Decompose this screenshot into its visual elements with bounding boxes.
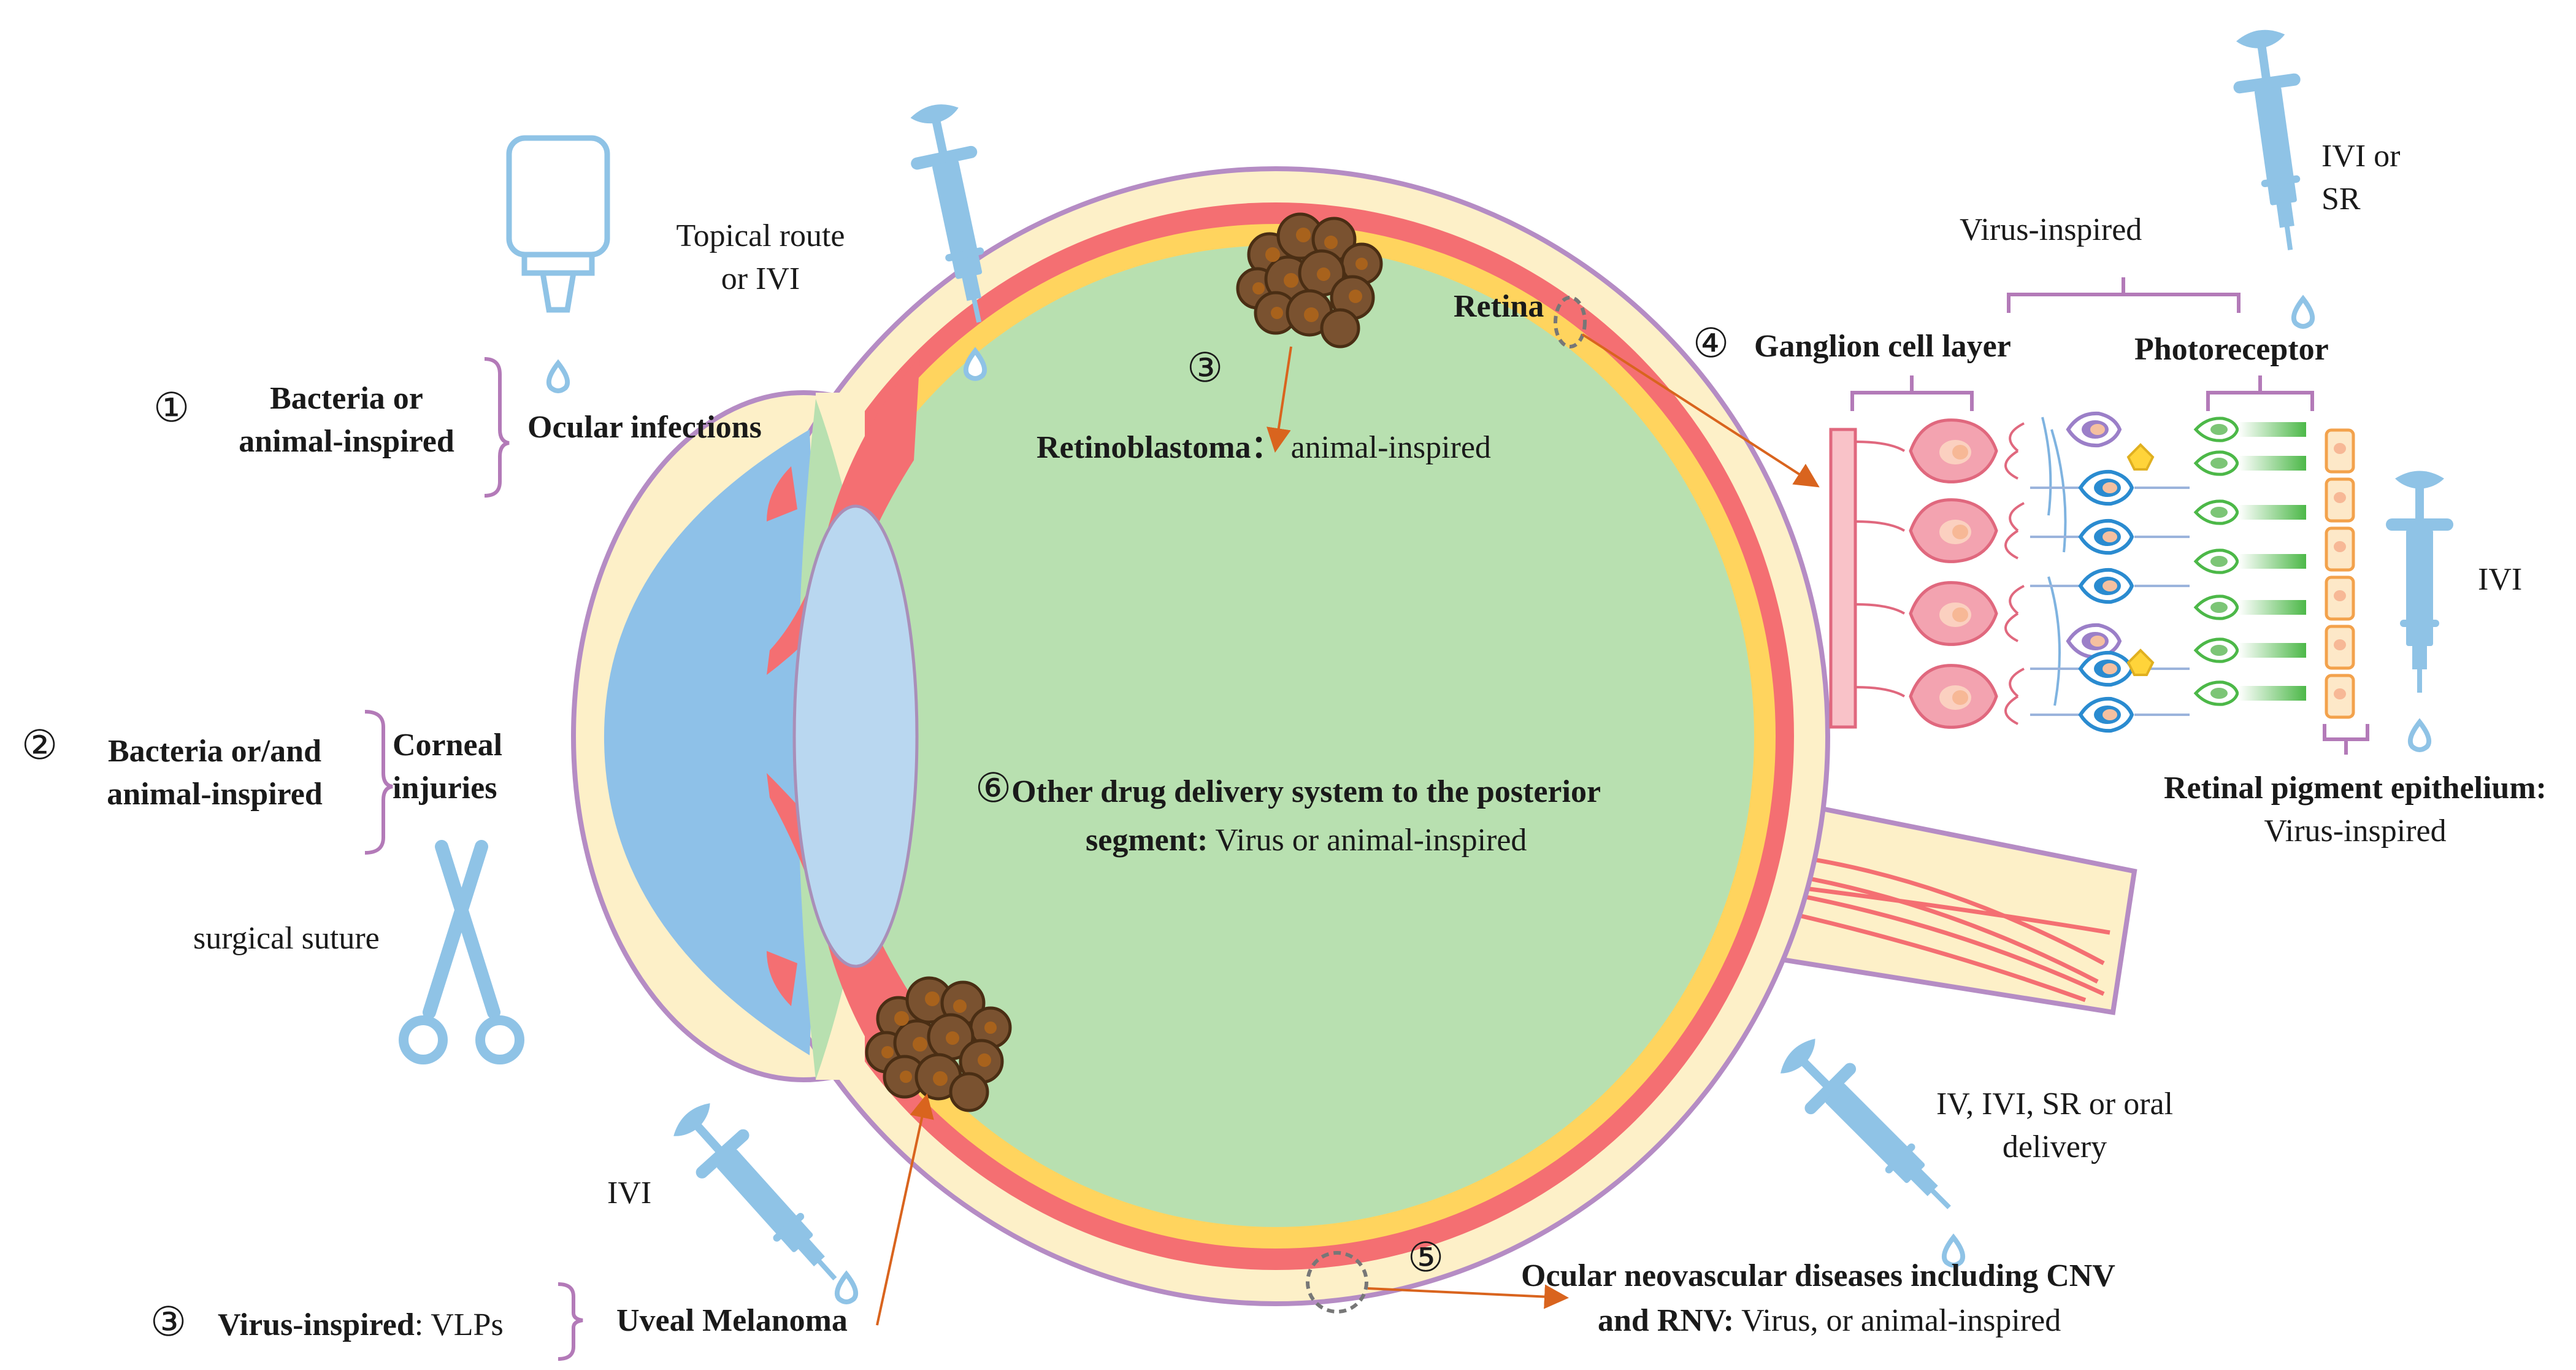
scissors-icon — [399, 840, 524, 1064]
virus-inspired-vlps-label: Virus-inspired: VLPs — [218, 1307, 504, 1342]
syringe-icon — [2226, 25, 2324, 326]
number-2: ② — [21, 722, 58, 769]
number-4: ④ — [1693, 320, 1730, 367]
ocular-neo-line2: and RNV: Virus, or animal-inspired — [1598, 1303, 2061, 1338]
uveal-melanoma-label: Uveal Melanoma — [616, 1303, 848, 1338]
other-dds-line1: ⑥Other drug delivery system to the poste… — [975, 764, 1601, 812]
photoreceptor-label: Photoreceptor — [2134, 332, 2329, 367]
syringe-icon — [661, 1091, 861, 1302]
ivi-left-label: IVI — [607, 1176, 652, 1210]
ocular-infections-label: Ocular infections — [527, 410, 762, 445]
brackets — [364, 277, 2369, 1361]
ivi-right-label: IVI — [2478, 562, 2523, 597]
retina-detail — [1829, 414, 2353, 731]
ocular-neo-line1: Ocular neovascular diseases including CN… — [1521, 1258, 2115, 1293]
eye-cross-section — [571, 166, 2137, 1314]
retinoblastoma-label: Retinoblastoma： animal-inspired — [1037, 430, 1491, 465]
number-5: ⑤ — [1408, 1234, 1444, 1281]
arrows — [876, 333, 1820, 1326]
surgical-suture-label: surgical suture — [193, 921, 380, 956]
ganglion-cell-layer-label: Ganglion cell layer — [1754, 329, 2011, 364]
virus-inspired-top-label: Virus-inspired — [1960, 212, 2142, 247]
syringe-icon — [2386, 471, 2453, 750]
number-1: ① — [153, 384, 190, 431]
number-3-bottom: ③ — [150, 1298, 187, 1345]
retina-label: Retina — [1454, 289, 1544, 324]
eye-dropper-bottle-icon — [506, 135, 610, 313]
number-3-top: ③ — [1187, 344, 1224, 391]
rpe-label: Retinal pigment epithelium:Virus-inspire… — [2164, 771, 2547, 849]
other-dds-line2: segment: Virus or animal-inspired — [1086, 823, 1527, 858]
